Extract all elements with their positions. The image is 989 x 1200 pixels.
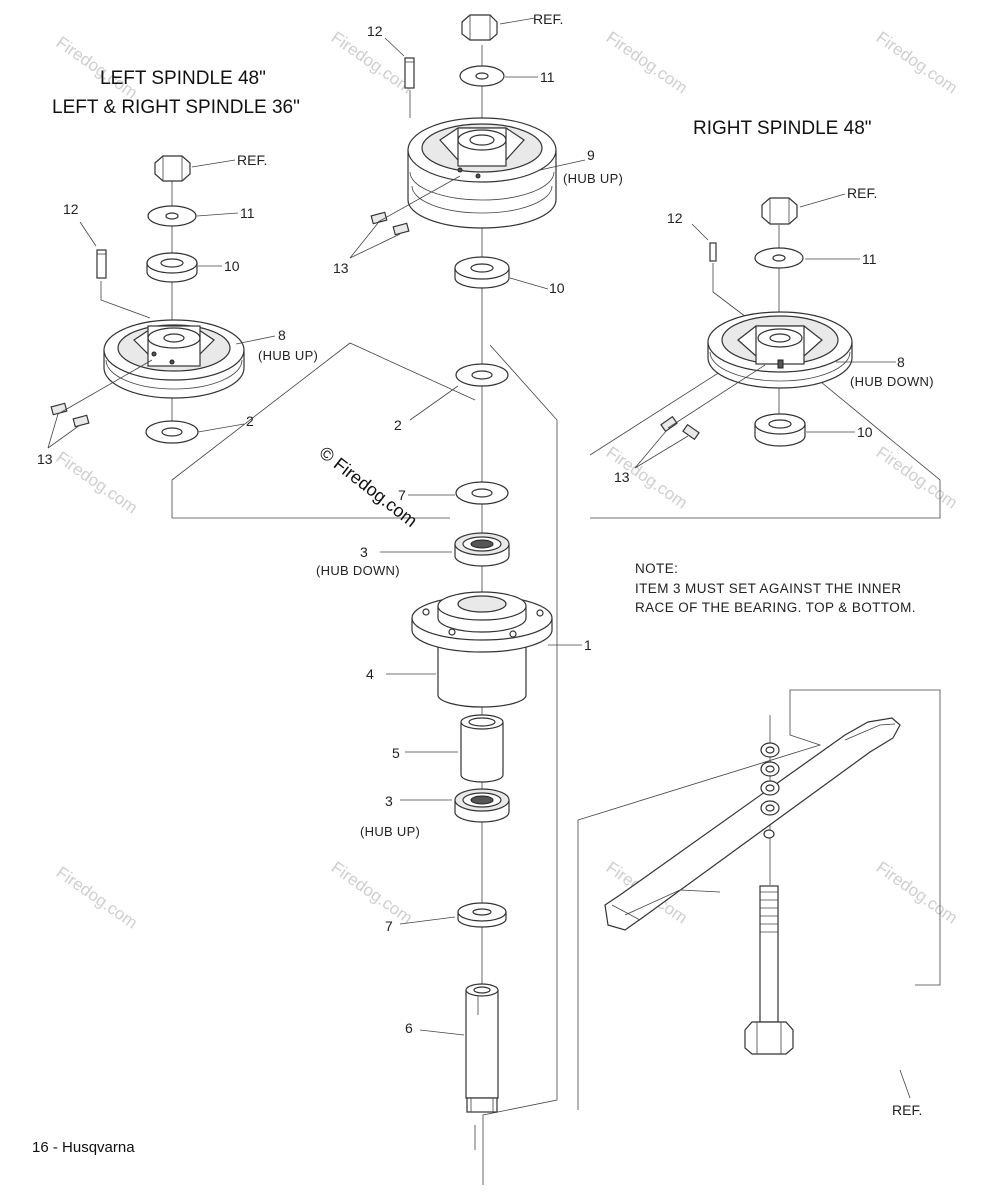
label-1: 1 <box>584 637 592 653</box>
label-12: 12 <box>367 23 383 39</box>
label-3: 3 <box>360 544 368 560</box>
right-spindle-assembly: REF. 11 12 8 (HUB DOWN) <box>614 185 934 485</box>
set-screw-icon <box>50 402 90 428</box>
washer-icon <box>455 363 509 387</box>
label-12: 12 <box>63 201 79 217</box>
label-hub-up: (HUB UP) <box>563 171 623 186</box>
note-block: NOTE: ITEM 3 MUST SET AGAINST THE INNER … <box>635 561 916 615</box>
blade-assembly: REF. <box>604 717 922 1118</box>
watermark: Firedog.com <box>873 858 961 928</box>
label-10: 10 <box>857 424 873 440</box>
set-screw-icon <box>660 415 700 441</box>
spacer-icon <box>146 252 198 283</box>
label-2: 2 <box>246 413 254 429</box>
washer-icon <box>455 481 509 505</box>
label-2: 2 <box>394 417 402 433</box>
label-hub-up: (HUB UP) <box>258 348 318 363</box>
set-screw-icon <box>370 211 410 236</box>
watermark: Firedog.com <box>603 28 691 98</box>
watermark: Firedog.com <box>53 863 141 933</box>
center-spindle-assembly: REF. 11 12 9 <box>316 11 623 1113</box>
double-pulley-icon <box>407 117 557 229</box>
spindle-shaft-icon <box>465 983 499 1113</box>
bearing-icon <box>454 532 510 567</box>
washer-icon <box>457 902 507 928</box>
label-ref: REF. <box>847 185 877 201</box>
washer-icon <box>754 247 804 269</box>
washer-icon <box>760 780 780 796</box>
pulley-icon <box>707 311 853 389</box>
washer-icon <box>760 800 780 816</box>
washer-icon <box>147 205 197 227</box>
mower-blade <box>604 717 901 931</box>
washer-icon <box>760 742 780 758</box>
header-right: RIGHT SPINDLE 48" <box>693 118 872 139</box>
spacer-tube-icon <box>460 714 504 783</box>
washer-icon <box>145 420 199 444</box>
watermark: Firedog.com <box>873 28 961 98</box>
label-13: 13 <box>37 451 53 467</box>
spindle-housing-icon <box>411 591 553 708</box>
label-10: 10 <box>224 258 240 274</box>
label-9: 9 <box>587 147 595 163</box>
label-11: 11 <box>540 69 555 85</box>
label-ref: REF. <box>533 11 563 27</box>
left-spindle-assembly: REF. 11 10 12 <box>37 152 318 467</box>
label-13: 13 <box>614 469 630 485</box>
label-4: 4 <box>366 666 374 682</box>
label-hub-up: (HUB UP) <box>360 824 420 839</box>
pulley-icon <box>103 319 245 399</box>
bearing-icon <box>454 788 510 823</box>
nut-icon <box>461 14 498 41</box>
label-ref: REF. <box>237 152 267 168</box>
key-icon <box>96 249 107 279</box>
washer-icon <box>760 761 780 777</box>
spacer-icon <box>454 256 510 289</box>
washer-icon <box>459 65 505 87</box>
label-ref: REF. <box>892 1102 922 1118</box>
watermark: Firedog.com <box>53 448 141 518</box>
label-hub-down: (HUB DOWN) <box>850 374 934 389</box>
label-6: 6 <box>405 1020 413 1036</box>
page-footer: 16 - Husqvarna <box>32 1139 135 1156</box>
label-13: 13 <box>333 260 349 276</box>
label-12: 12 <box>667 210 683 226</box>
label-11: 11 <box>240 205 255 221</box>
label-7: 7 <box>398 487 406 503</box>
watermark: Firedog.com <box>328 858 416 928</box>
header-left-line1: LEFT SPINDLE 48" <box>100 68 266 89</box>
key-icon <box>709 242 717 262</box>
note-title: NOTE: <box>635 561 678 576</box>
note-line1: ITEM 3 MUST SET AGAINST THE INNER <box>635 581 902 596</box>
label-5: 5 <box>392 745 400 761</box>
label-10: 10 <box>549 280 565 296</box>
label-8: 8 <box>278 327 286 343</box>
label-hub-down: (HUB DOWN) <box>316 563 400 578</box>
header-left-line2: LEFT & RIGHT SPINDLE 36" <box>52 97 300 118</box>
spacer-icon <box>754 413 806 447</box>
note-line2: RACE OF THE BEARING. TOP & BOTTOM. <box>635 600 916 615</box>
label-8: 8 <box>897 354 905 370</box>
assembly-frame-lines <box>171 339 941 1185</box>
nut-icon <box>154 155 191 182</box>
key-icon <box>404 57 415 89</box>
blade-bolt-icon <box>744 885 794 1055</box>
label-3: 3 <box>385 793 393 809</box>
label-7: 7 <box>385 918 393 934</box>
label-11: 11 <box>862 251 877 267</box>
watermark: Firedog.com <box>873 443 961 513</box>
nut-icon <box>761 197 798 225</box>
